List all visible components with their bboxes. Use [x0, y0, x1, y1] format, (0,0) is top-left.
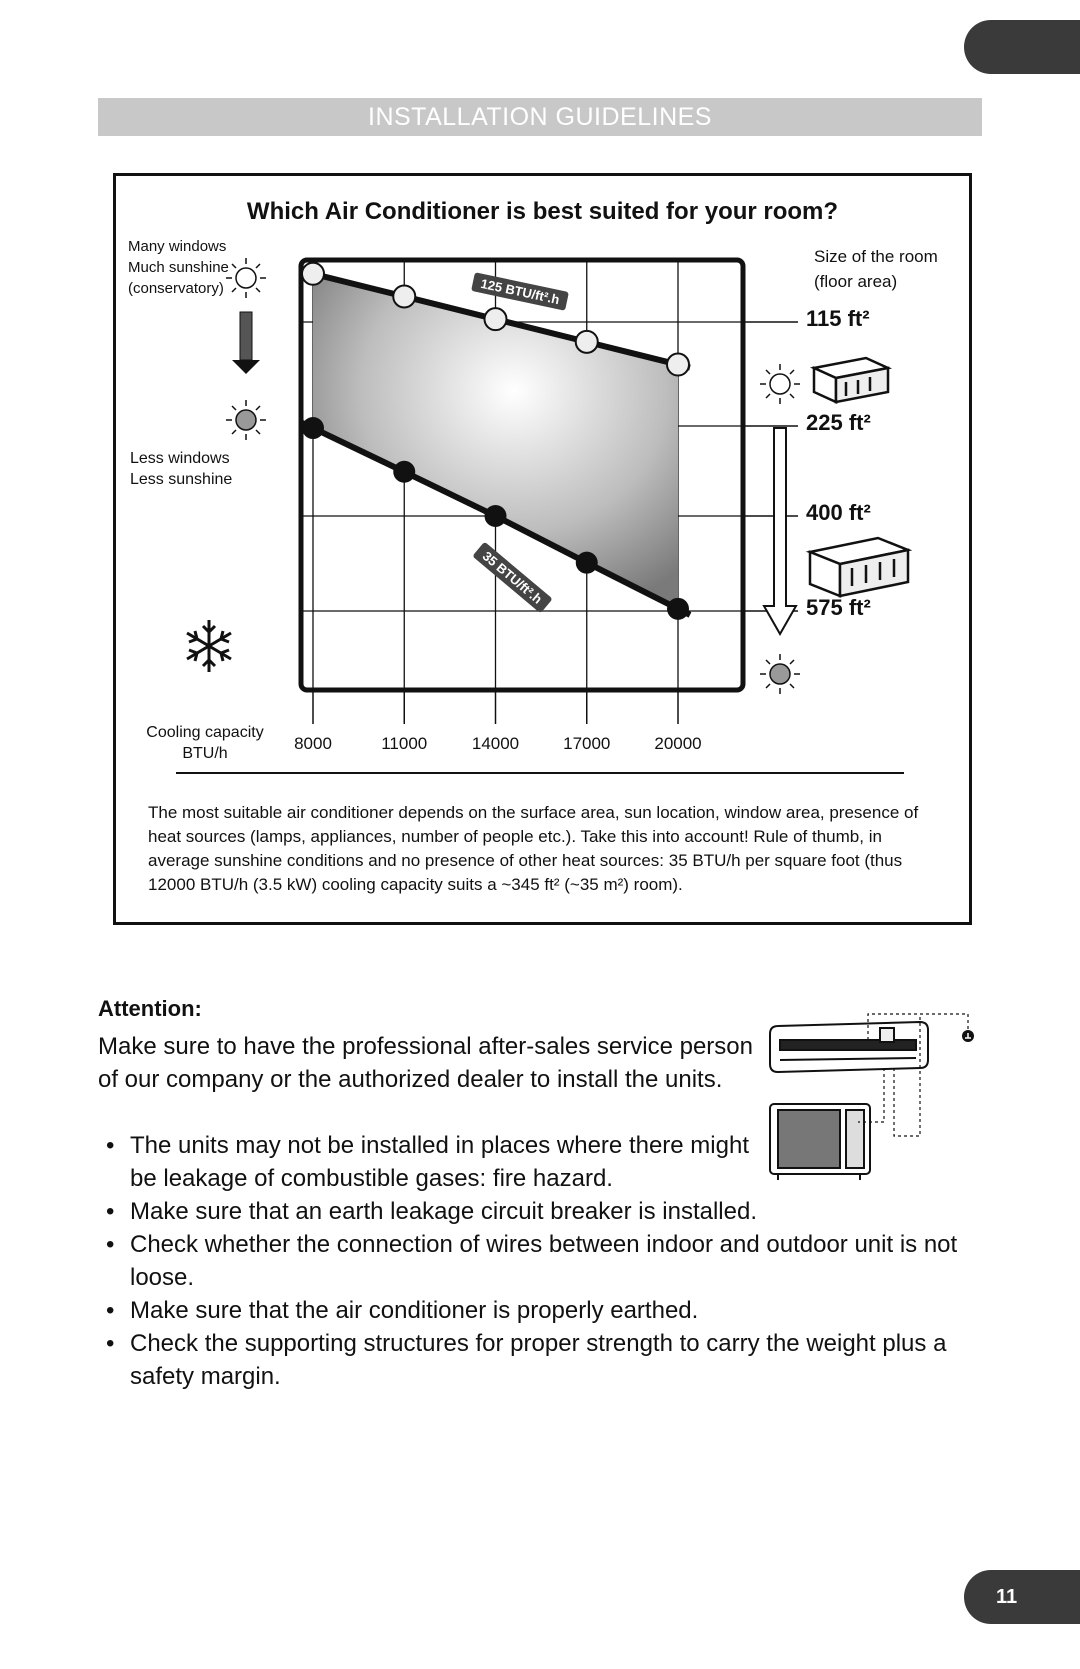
- sun-to-shade-arrow-icon: [232, 311, 260, 374]
- data-point-35: [484, 505, 507, 527]
- x-tick-label: 14000: [471, 734, 520, 753]
- y-tick-label: 400 ft²: [806, 500, 871, 525]
- x-tick-label: 8000: [294, 734, 332, 753]
- capacity-band: [313, 273, 678, 609]
- attention-heading: Attention:: [98, 996, 202, 1021]
- x-tick-label: 20000: [654, 734, 702, 753]
- top-corner-tab: [964, 20, 1080, 74]
- data-point-125: [574, 329, 599, 354]
- list-item: The units may not be installed in places…: [98, 1129, 770, 1195]
- data-point-35: [393, 460, 416, 483]
- list-item: Check whether the connection of wires be…: [98, 1228, 988, 1294]
- chart-note: The most suitable air conditioner depend…: [148, 803, 919, 894]
- sun-high-label: Many windows Much sunshine (conservatory…: [128, 238, 229, 297]
- down-arrow-icon: [762, 427, 798, 637]
- shaded-sun-icon-right: [760, 654, 800, 694]
- attention-list: The units may not be installed in places…: [98, 1129, 988, 1393]
- indoor-unit-icon: [769, 1020, 929, 1074]
- chart-title: Which Air Conditioner is best suited for…: [246, 198, 839, 225]
- sun-low-label: Less windows Less sunshine: [130, 450, 233, 488]
- sun-icon-right: [760, 364, 800, 404]
- earth-icon: [962, 1030, 974, 1042]
- room-small-icon: [809, 356, 893, 404]
- page-number: 11: [964, 1570, 1080, 1624]
- y-tick-label: 225 ft²: [806, 410, 871, 435]
- data-point-35: [575, 551, 598, 574]
- y-tick-label: 115 ft²: [806, 306, 870, 331]
- list-item: Make sure that an earth leakage circuit …: [98, 1195, 988, 1228]
- sun-icon: [226, 258, 266, 298]
- data-point-35: [667, 597, 689, 620]
- room-large-icon: [805, 536, 913, 598]
- y-tick-label: 575 ft²: [806, 595, 871, 620]
- data-point-125: [301, 261, 325, 286]
- chart-svg: [176, 257, 913, 774]
- snowflake-icon: [186, 620, 232, 672]
- shaded-sun-icon: [226, 400, 266, 440]
- x-tick-label: 11000: [381, 734, 428, 753]
- section-header: INSTALLATION GUIDELINES: [98, 98, 982, 136]
- data-point-125: [392, 284, 417, 309]
- data-point-35: [302, 417, 324, 440]
- wiring-lines: [858, 1013, 969, 1137]
- cooling-capacity-label: Cooling capacity BTU/h: [146, 724, 264, 762]
- air-conditioner-illustration: [769, 1013, 974, 1180]
- data-point-125: [483, 307, 508, 332]
- data-point-125: [666, 352, 690, 377]
- list-item: Check the supporting structures for prop…: [98, 1327, 988, 1393]
- ac-selection-chart: Which Air Conditioner is best suited for…: [113, 173, 972, 925]
- outdoor-unit-icon: [769, 1103, 871, 1180]
- room-size-label: Size of the room (floor area): [814, 247, 938, 291]
- x-tick-label: 17000: [563, 734, 611, 753]
- attention-intro: Make sure to have the professional after…: [98, 1033, 753, 1093]
- list-item: Make sure that the air conditioner is pr…: [98, 1294, 988, 1327]
